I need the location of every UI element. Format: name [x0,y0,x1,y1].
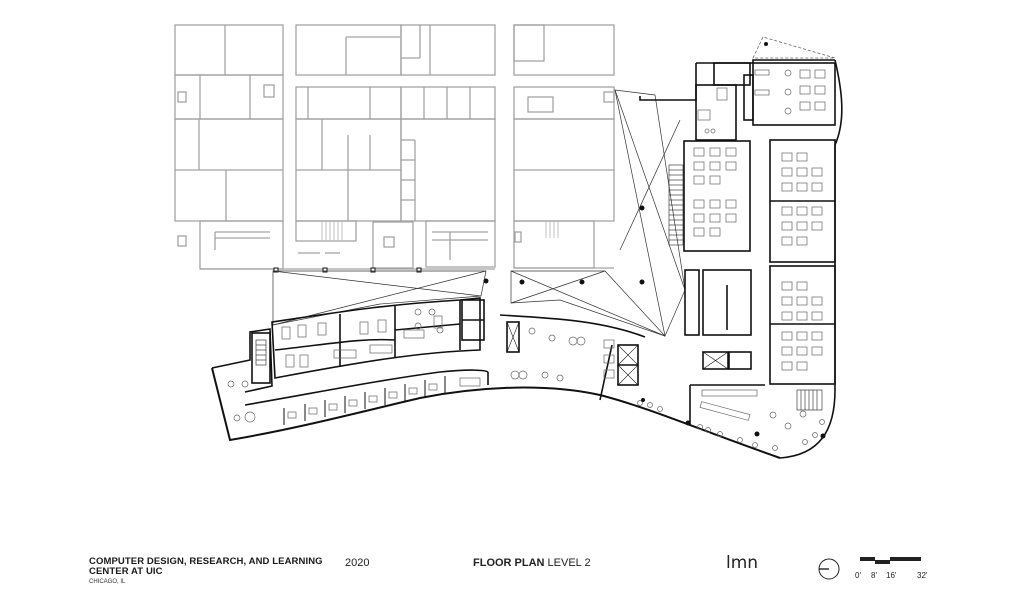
scale-label-0: 0' [855,571,861,580]
scale-label-8: 8' [871,571,877,580]
project-location: CHICAGO, IL [89,579,126,585]
scale-bar-icon [860,557,921,564]
existing-columns [273,267,422,273]
north-arrow-icon [818,558,840,580]
scale-label-16: 16' [886,571,897,580]
existing-building [174,24,615,270]
new-building-walls [211,59,843,459]
atrium-voids [272,89,686,338]
sheet-title: FLOOR PLAN LEVEL 2 [473,557,591,569]
atrium-stair [668,164,684,246]
project-year: 2020 [345,557,370,569]
lounge-stair [796,389,823,411]
furniture [227,69,826,451]
scale-label-32: 32' [917,571,928,580]
sheet-title-level: LEVEL 2 [544,557,591,569]
canopy-outline [752,36,836,59]
scale-labels: 0' 8' 16' 32' [855,571,945,581]
sheet-title-bold: FLOOR PLAN [473,557,545,569]
project-title: COMPUTER DESIGN, RESEARCH, AND LEARNING … [89,556,323,577]
title-block: COMPUTER DESIGN, RESEARCH, AND LEARNING … [0,553,1024,596]
floor-plan-drawing [174,24,843,459]
lmn-logo: lmn [726,553,759,573]
